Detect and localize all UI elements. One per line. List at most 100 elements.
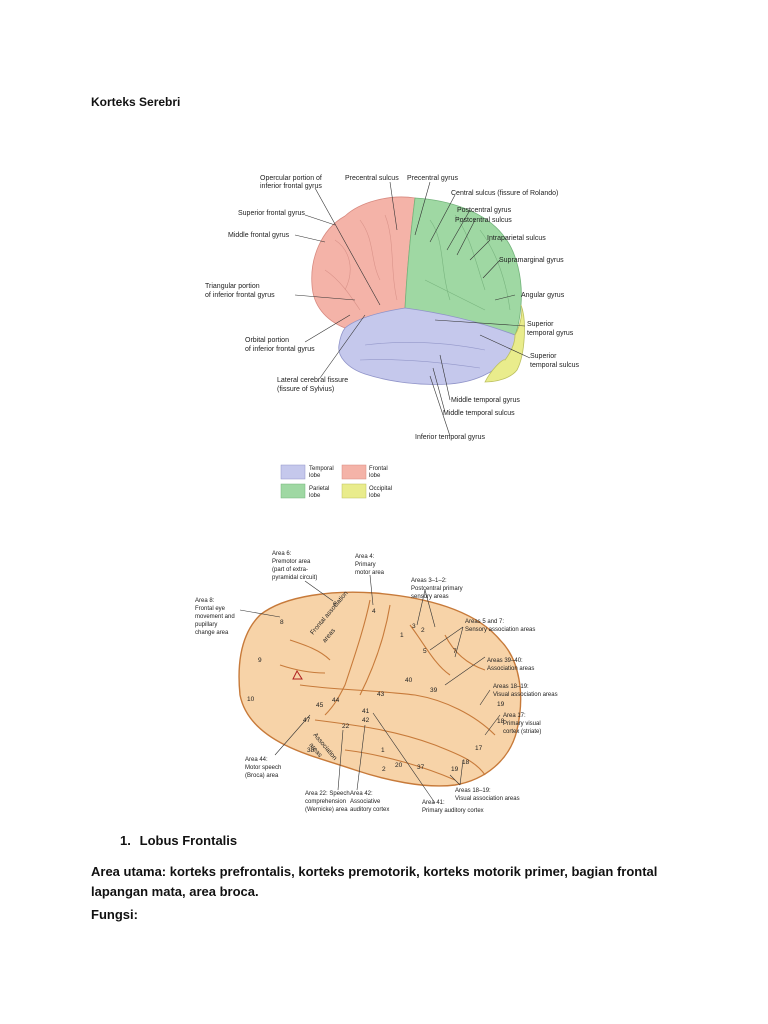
area-number-3: 3 [412, 623, 416, 630]
brodmann-areas-figure: Frontal association areas Association ar… [185, 545, 585, 820]
area-number-8: 8 [280, 619, 284, 626]
label-area8-5: change area [195, 630, 229, 636]
label-postcentral-gyrus: Postcentral gyrus [457, 207, 512, 214]
area-number-22: 22 [342, 723, 350, 730]
area-number-1b: 1 [381, 747, 385, 754]
area-number-40: 40 [405, 677, 413, 684]
label-central-sulcus: Central sulcus (fissure of Rolando) [451, 190, 558, 197]
label-lateral-2: (fissure of Sylvius) [277, 386, 334, 393]
label-area4-3: motor area [355, 570, 385, 576]
area-number-9: 9 [258, 657, 262, 664]
label-precentral-sulcus: Precentral sulcus [345, 175, 399, 182]
area-number-19b: 19 [451, 766, 459, 773]
area-number-1: 1 [400, 632, 404, 639]
label-area4-2: Primary [355, 562, 376, 568]
label-supramarginal: Supramarginal gyrus [499, 257, 564, 264]
label-area17: Area 17: [503, 713, 526, 719]
area-number-45: 45 [316, 702, 324, 709]
legend-temporal-2: lobe [309, 473, 321, 479]
area-number-18b: 18 [462, 759, 470, 766]
label-triangular-2: of inferior frontal gyrus [205, 292, 275, 299]
area-number-42: 42 [362, 717, 370, 724]
occipital-lobe [484, 304, 525, 383]
legend-occipital-2: lobe [369, 493, 381, 499]
label-angular: Angular gyrus [521, 292, 565, 299]
area-number-47: 47 [303, 717, 311, 724]
label-area8: Area 8: [195, 598, 215, 604]
frontal-texture [324, 214, 398, 311]
brain-lobes-figure: Opercular portion of inferior frontal gy… [185, 160, 605, 505]
label-area6-4: pyramidal circuit) [272, 575, 317, 581]
label-area4: Area 4: [355, 554, 375, 560]
label-opercular-2: inferior frontal gyrus [260, 183, 322, 190]
brodmann-svg: Frontal association areas Association ar… [195, 551, 558, 814]
label-orbital: Orbital portion [245, 337, 289, 344]
area-number-18: 18 [497, 718, 505, 725]
legend-frontal-2: lobe [369, 473, 381, 479]
area-number-20: 20 [395, 762, 403, 769]
label-area6-2: Premotor area [272, 559, 311, 565]
area-number-5: 5 [423, 648, 427, 655]
label-area6: Area 6: [272, 551, 292, 557]
label-intraparietal: Intraparietal sulcus [487, 235, 546, 242]
label-lateral: Lateral cerebral fissure [277, 377, 348, 384]
label-area57-2: Sensory association areas [465, 627, 535, 633]
area-number-41: 41 [362, 708, 370, 715]
label-area17-3: cortex (striate) [503, 729, 541, 735]
parietal-texture [424, 214, 511, 311]
section-heading-text: Lobus Frontalis [139, 833, 238, 848]
page-title: Korteks Serebri [91, 95, 181, 109]
label-area312-3: sensory areas [411, 594, 449, 600]
label-area22-2: comprehension [305, 799, 346, 805]
label-area41: Area 41: [422, 800, 445, 806]
label-area312-2: Postcentral primary [411, 586, 463, 592]
label-area17-2: Primary visual [503, 721, 541, 727]
label-area42-3: auditory cortex [350, 807, 389, 813]
label-area41-2: Primary auditory cortex [422, 808, 484, 814]
label-area8-3: movement and [195, 614, 235, 620]
legend-occipital: Occipital [369, 486, 392, 492]
brain-lobes-svg: Opercular portion of inferior frontal gy… [205, 175, 580, 499]
leader-lines-2 [239, 574, 501, 804]
label-area44: Area 44: [245, 757, 268, 763]
leader-lines [294, 181, 531, 437]
label-postcentral-sulcus: Postcentral sulcus [455, 217, 512, 224]
label-orbital-2: of inferior frontal gyrus [245, 346, 315, 353]
area-number-10: 10 [247, 696, 255, 703]
label-precentral-gyrus: Precentral gyrus [407, 175, 458, 182]
section-number: 1. [120, 833, 131, 848]
label-sup-temporal-sulcus-2: temporal sulcus [530, 362, 580, 369]
area-number-2b: 2 [382, 766, 386, 773]
label-area3940-2: Association areas [487, 666, 534, 672]
area-number-38: 38 [307, 747, 315, 754]
sulci-lines [279, 599, 496, 781]
label-area57: Areas 5 and 7: [465, 619, 504, 625]
label-middle-frontal: Middle frontal gyrus [228, 232, 290, 239]
label-area8-4: pupillary [195, 622, 217, 628]
brain-outline [238, 591, 522, 787]
area-number-7: 7 [453, 648, 457, 655]
label-area42: Area 42: [350, 791, 373, 797]
temporal-texture [359, 341, 486, 369]
label-triangular: Triangular portion [205, 283, 260, 290]
legend-swatch-temporal [280, 464, 306, 480]
frontal-lobe [311, 196, 416, 329]
fungsi-label: Fungsi: [91, 907, 138, 922]
area-number-43: 43 [377, 691, 385, 698]
label-inferior-temporal: Inferior temporal gyrus [415, 434, 486, 441]
label-area312: Areas 3–1–2: [411, 578, 447, 584]
label-area1819b-2: Visual association areas [455, 796, 520, 802]
area-number-44: 44 [332, 697, 340, 704]
label-area1819: Areas 18–19: [493, 684, 529, 690]
area-number-37: 37 [417, 764, 425, 771]
label-opercular: Opercular portion of [260, 175, 322, 182]
area-number-4: 4 [372, 608, 376, 615]
area-utama-paragraph: Area utama: korteks prefrontalis, kortek… [91, 864, 658, 899]
legend-swatch-parietal [280, 483, 306, 499]
label-area44-2: Motor speech [245, 765, 281, 771]
area-number-19: 19 [497, 701, 505, 708]
legend-temporal: Temporal [309, 466, 334, 472]
label-sup-temporal-gyrus: Superior [527, 321, 554, 328]
label-area1819b: Areas 18–19: [455, 788, 491, 794]
triangle-marker [292, 669, 303, 680]
